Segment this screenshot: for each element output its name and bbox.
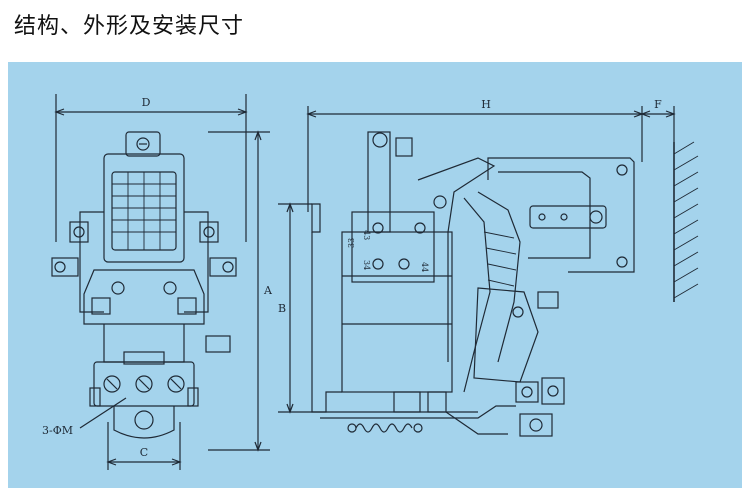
right-bottom-lug (205, 335, 231, 353)
base-screw-3-icon (167, 375, 185, 393)
left-upper-screw-icon (73, 226, 85, 238)
lower-screw-left-icon (521, 386, 533, 398)
left-upper-lug (69, 221, 89, 243)
right-upper-screw-icon (203, 226, 215, 238)
dimension-c (106, 422, 182, 470)
armature-screw-right-icon (163, 281, 177, 295)
base-screw-2-icon (135, 375, 153, 393)
armature-screw-left-icon (111, 281, 125, 295)
aux-screw-1-icon (372, 222, 384, 234)
dimension-b (278, 202, 312, 414)
bracket-slot-plate (529, 205, 607, 229)
terminal-43: 43 (362, 230, 371, 240)
lower-lug-1 (393, 391, 421, 413)
armature-lever (417, 157, 496, 362)
base-upper-tab (123, 351, 165, 365)
right-mid-lug (209, 257, 237, 277)
dimension-h (306, 106, 644, 212)
left-mid-lug (51, 257, 79, 277)
spring-anchor-right-icon (413, 423, 423, 433)
mounting-foot (113, 406, 175, 439)
bottom-terminal (519, 413, 553, 437)
base-plate (320, 405, 516, 419)
main-contact-nut (537, 291, 559, 309)
label-d: D (142, 96, 151, 109)
bracket-screw-bottom-icon (616, 256, 628, 268)
leader-m (79, 397, 127, 429)
spring-anchor-left-icon (347, 423, 357, 433)
page-title: 结构、外形及安装尺寸 (14, 14, 245, 39)
drawing-panel: D A C 3-ΦM H F B 43 33 34 44 (8, 62, 742, 488)
bottom-screw-icon (529, 418, 543, 432)
right-low-lug (177, 297, 197, 315)
aux-screw-2-icon (372, 258, 384, 270)
technical-drawing: D A C 3-ΦM H F B 43 33 34 44 (8, 62, 742, 488)
slot-hole-3-icon (589, 210, 603, 224)
right-mid-screw-icon (222, 261, 234, 273)
lower-lug-2 (427, 391, 447, 413)
label-c: C (140, 446, 148, 459)
label-b: B (278, 302, 286, 315)
main-contact-screw-icon (512, 306, 524, 318)
top-contact-screw-icon (372, 132, 388, 148)
arc-chute-right (477, 191, 521, 363)
left-mounting-tab (311, 203, 321, 233)
coil-frame (103, 153, 185, 263)
base-terminal-plate (93, 361, 195, 407)
base-screw-1-icon (103, 375, 121, 393)
lower-screw-right-icon (547, 385, 559, 397)
front-view (51, 94, 270, 470)
left-mid-screw-icon (54, 261, 66, 273)
wall-bracket (487, 157, 635, 273)
arc-chute-left (463, 197, 491, 393)
side-view (278, 106, 699, 437)
slot-hole-2-icon (560, 213, 568, 221)
label-f: F (654, 98, 662, 111)
lower-linkage (445, 411, 508, 435)
label-m: 3-ΦM (42, 424, 73, 437)
left-low-lug (91, 297, 111, 315)
terminal-33: 33 (347, 238, 356, 248)
label-h: H (481, 98, 491, 111)
bracket-screw-top-icon (616, 164, 628, 176)
aux-screw-4-icon (414, 222, 426, 234)
main-contact-block (473, 287, 539, 383)
arc-plates (483, 231, 517, 287)
wall-hatching (673, 141, 699, 299)
label-a: A (263, 284, 273, 297)
top-contact-nut (395, 137, 413, 157)
top-screw-icon (136, 137, 150, 151)
terminal-44: 44 (420, 262, 429, 272)
slot-hole-1-icon (538, 213, 546, 221)
dimension-d (54, 94, 248, 242)
lever-pivot-icon (433, 195, 447, 209)
drawing-background (8, 62, 742, 488)
top-contact-arm (367, 131, 391, 233)
coil-windings-grid (112, 172, 176, 250)
terminal-34: 34 (362, 260, 371, 270)
left-foot-lug (89, 387, 101, 407)
wall-bracket-inner (498, 171, 591, 259)
right-foot-lug (187, 387, 199, 407)
aux-contact-block (351, 211, 435, 283)
mounting-hole-icon (134, 410, 154, 430)
lower-terminal-right (541, 377, 565, 405)
dimension-a (208, 130, 270, 452)
top-terminal-block (125, 131, 161, 157)
dimension-f (640, 106, 676, 142)
lower-terminal-left (515, 381, 539, 403)
armature-plate (83, 269, 205, 325)
return-spring (355, 423, 413, 433)
aux-screw-3-icon (398, 258, 410, 270)
right-upper-lug (199, 221, 219, 243)
